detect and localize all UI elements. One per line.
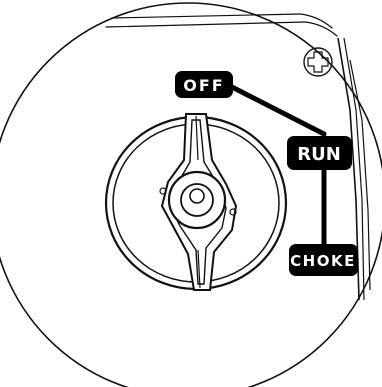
label-run: RUN <box>287 136 352 170</box>
panel-edge-top <box>105 13 338 37</box>
lever-knob <box>104 113 288 291</box>
label-off: OFF <box>175 71 233 98</box>
label-choke: CHOKE <box>289 244 358 276</box>
label-run-text: RUN <box>297 144 341 165</box>
connector-off-run <box>227 83 327 137</box>
label-off-text: OFF <box>183 76 224 95</box>
label-choke-text: CHOKE <box>290 252 356 270</box>
label-connectors <box>227 83 327 247</box>
phillips-screw-icon <box>303 47 333 77</box>
knob-hub-center <box>189 188 205 204</box>
